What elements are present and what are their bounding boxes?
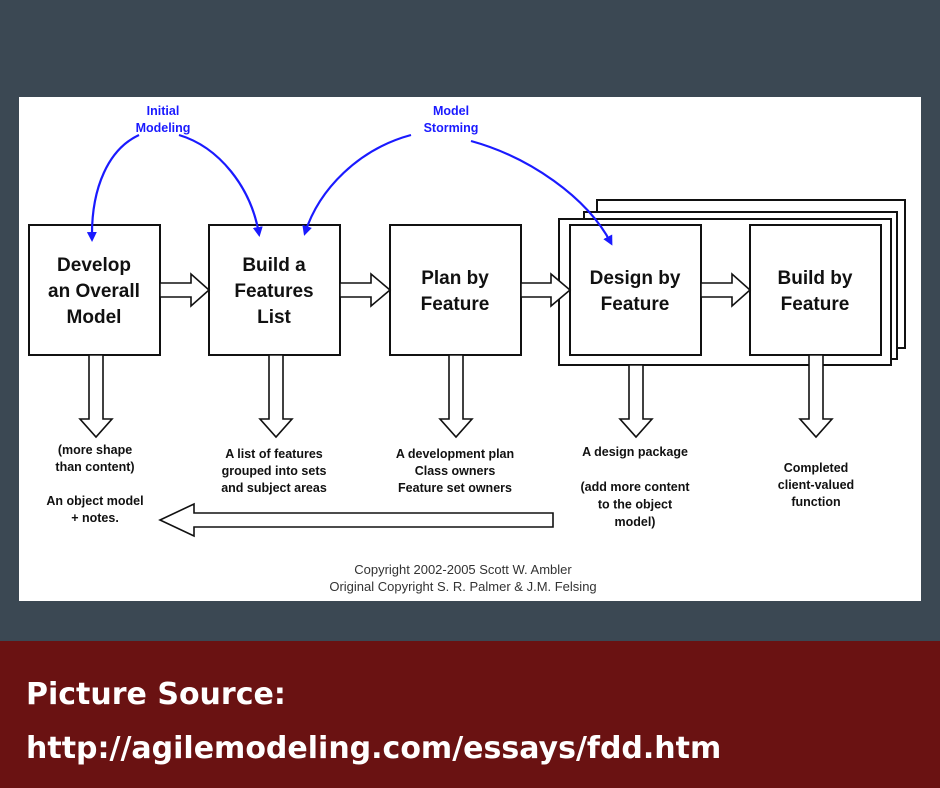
box-label: an Overall [48,281,140,302]
feedback-label: Storming [424,121,479,135]
output-label: and subject areas [221,481,327,495]
output-label: Feature set owners [398,481,512,495]
box-build-by-feature [749,224,882,356]
box-label: Feature [601,294,670,315]
output-label: Class owners [415,464,496,478]
output-arrow-3 [438,354,474,439]
feedback-label: Initial [147,104,180,118]
box-label: Develop [57,255,131,276]
box-label: Feature [421,294,490,315]
output-label: than content) [55,460,134,474]
initial-modeling-arrow-left [86,134,140,242]
box-label: Build a [242,255,306,276]
output-label: A development plan [396,447,514,461]
box-design-by-feature [569,224,702,356]
box-plan-by-feature [389,224,522,356]
output-arrow-2 [258,354,294,439]
flow-arrow-2 [339,272,392,308]
output-label: An object model [46,494,143,508]
source-banner: Picture Source: http://agilemodeling.com… [0,641,940,788]
model-storming-arrow-right [470,139,613,246]
box-label: Features [234,281,313,302]
source-url: http://agilemodeling.com/essays/fdd.htm [26,731,722,766]
copyright-text: Original Copyright S. R. Palmer & J.M. F… [329,579,596,594]
flow-arrow-1 [159,272,211,308]
flow-arrow-3 [520,272,572,308]
box-label: Plan by [421,268,489,289]
feedback-label: Modeling [136,121,191,135]
box-label: Design by [590,268,681,289]
output-arrow-4 [618,364,654,439]
feedback-arrow-left [158,502,554,538]
output-arrow-5 [798,354,834,439]
copyright-text: Copyright 2002-2005 Scott W. Ambler [354,562,572,577]
initial-modeling-arrow-right [178,133,263,237]
output-label: A design package [582,445,688,459]
output-label: to the object [598,498,673,512]
model-storming-arrow-left [302,133,412,236]
output-label: grouped into sets [222,464,327,478]
box-label: Model [67,307,122,328]
flow-arrow-4 [700,272,752,308]
output-label: (more shape [58,443,132,457]
feedback-label: Model [433,104,469,118]
box-label: Build by [778,268,853,289]
box-develop-overall-model [28,224,161,356]
output-label: (add more content [580,480,690,494]
output-label: function [791,495,840,509]
box-label: Feature [781,294,850,315]
source-title: Picture Source: [26,677,286,712]
output-label: Completed [784,461,849,475]
output-label: model) [615,515,656,529]
box-label: List [257,307,291,328]
output-label: + notes. [71,511,119,525]
output-label: A list of features [225,447,323,461]
output-arrow-1 [78,354,114,439]
output-label: client-valued [778,478,854,492]
